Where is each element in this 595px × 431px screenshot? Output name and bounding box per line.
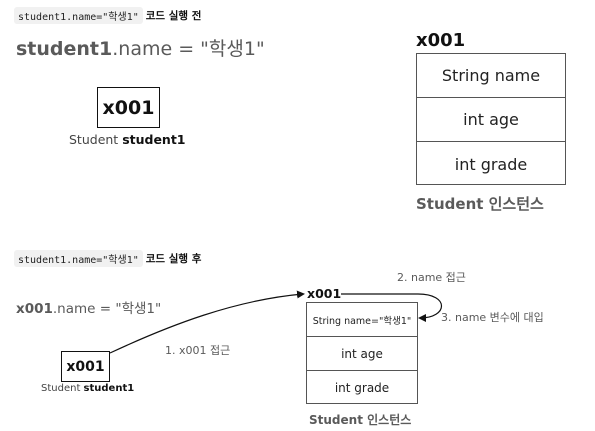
step2-label: 2. name 접근 xyxy=(397,271,466,284)
before-field-name: String name xyxy=(417,54,565,98)
after-ref-label: Student student1 xyxy=(41,383,134,394)
after-instance-address: x001 xyxy=(307,286,342,301)
after-header: student1.name="학생1" 코드 실행 후 xyxy=(14,250,201,267)
before-header: student1.name="학생1" 코드 실행 전 xyxy=(14,7,201,24)
before-field-grade: int grade xyxy=(454,154,528,174)
after-field-grade: int grade xyxy=(334,381,390,395)
before-statement-rest: .name = "학생1" xyxy=(112,38,265,60)
after-ref-label-var: student1 xyxy=(83,383,135,394)
after-statement: x001.name = "학생1" xyxy=(16,297,161,317)
after-statement-rest: .name = "학생1" xyxy=(52,301,162,317)
step3-label: 3. name 변수에 대입 xyxy=(441,311,544,324)
before-code-snippet: student1.name="학생1" xyxy=(14,7,143,24)
before-ref-label-type: Student xyxy=(69,132,123,147)
after-caption: 코드 실행 후 xyxy=(145,253,202,265)
before-ref-label: Student student1 xyxy=(69,132,186,147)
after-ref-label-type: Student xyxy=(41,383,84,394)
after-field-age: int age xyxy=(307,337,417,371)
after-ref-box: x001 xyxy=(61,351,110,382)
before-instance-table: String name int age int grade xyxy=(416,53,566,185)
before-ref-box: x001 xyxy=(97,87,160,128)
after-field-name: String name="학생1" xyxy=(307,303,417,337)
before-ref-label-var: student1 xyxy=(122,132,186,147)
step1-label: 1. x001 접근 xyxy=(165,344,231,357)
after-instance-label: Student 인스턴스 xyxy=(309,413,412,427)
before-statement-var: student1 xyxy=(16,38,113,60)
before-instance-address: x001 xyxy=(416,30,466,51)
before-statement: student1.name = "학생1" xyxy=(16,34,265,61)
before-instance-label: Student 인스턴스 xyxy=(416,195,544,213)
before-field-age: int age xyxy=(417,98,565,142)
after-statement-var: x001 xyxy=(16,301,53,317)
after-instance-table: String name="학생1" int age int grade xyxy=(306,302,418,404)
before-caption: 코드 실행 전 xyxy=(145,10,202,22)
after-code-snippet: student1.name="학생1" xyxy=(14,250,143,267)
